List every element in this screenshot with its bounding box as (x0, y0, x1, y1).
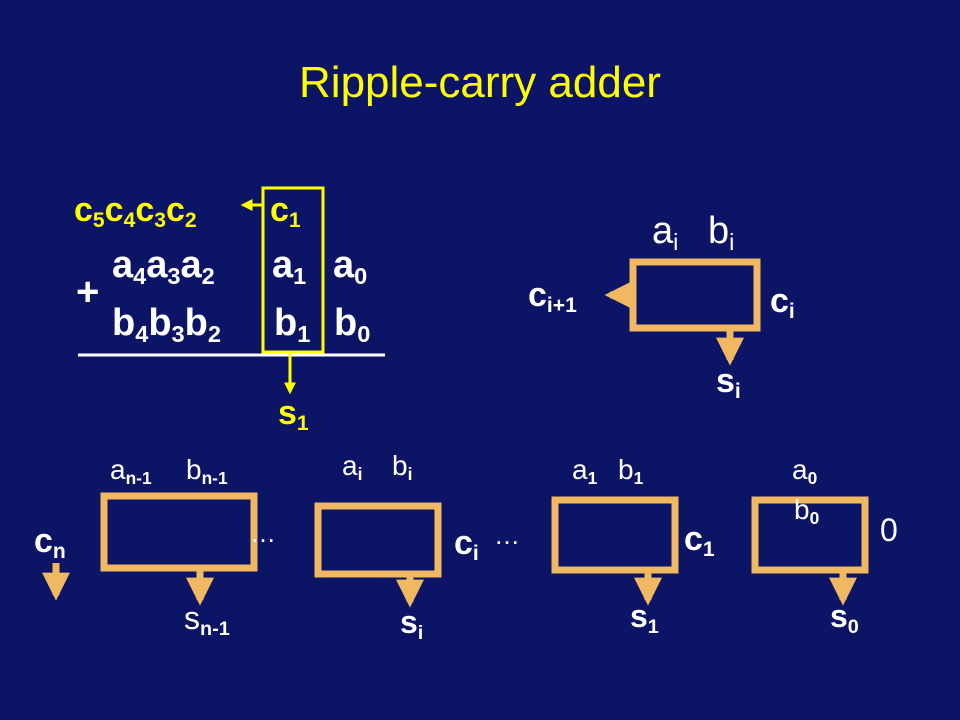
full-adder-input-a: ai (652, 210, 679, 255)
chain-sum-s0: s0 (830, 598, 859, 638)
chain-input-ai: ai (342, 450, 363, 484)
chain-input-b1: b1 (618, 454, 644, 488)
carry-c1: c1 (270, 191, 301, 232)
b0: b0 (334, 302, 371, 347)
a3: a3 (146, 244, 181, 289)
b-row: b4b3b2 (112, 302, 221, 347)
b4: b4 (112, 302, 149, 347)
ellipsis-right: … (494, 520, 520, 550)
chain-carry-out-cn: cn (34, 522, 66, 563)
adder-box-i (314, 502, 442, 578)
chain-input-b0: b0 (794, 494, 820, 528)
chain-input-an-1: an-1 (110, 454, 152, 488)
full-adder-box (629, 258, 761, 332)
a0: a0 (333, 244, 368, 289)
b1: b1 (274, 302, 311, 347)
carry-c5: c5 (74, 191, 105, 232)
b3: b3 (148, 302, 185, 347)
adder-box-0 (751, 496, 869, 574)
full-adder-carry-in: ci (770, 282, 795, 323)
highlight-column-box (261, 186, 325, 354)
adder-box-1 (551, 496, 679, 574)
carry-c4: c4 (104, 191, 136, 232)
chain-sum-si: si (400, 604, 424, 644)
chain-input-bn-1: bn-1 (186, 454, 228, 488)
sum-result-s1: s1 (278, 394, 309, 435)
carry-c2: c2 (165, 191, 197, 232)
chain-carry-c1: c1 (684, 520, 715, 561)
full-adder-carry-out: ci+1 (528, 276, 577, 317)
chain-input-bi: bi (392, 450, 413, 484)
a2: a2 (180, 244, 215, 289)
page-title: Ripple-carry adder (299, 58, 661, 107)
chain-carry-in-zero: 0 (880, 512, 898, 548)
chain-input-a1: a1 (572, 454, 598, 488)
full-adder-sum: si (716, 362, 741, 403)
full-adder-input-b: bi (708, 210, 735, 255)
a-row: a4a3a2 (112, 244, 215, 289)
chain-sum-sn-1: sn-1 (184, 600, 230, 640)
plus-sign: + (76, 270, 100, 314)
a4: a4 (112, 244, 147, 289)
b2: b2 (184, 302, 221, 347)
adder-box-n-1 (100, 492, 258, 572)
chain-input-a0: a0 (792, 454, 818, 488)
chain-sum-s1: s1 (630, 598, 659, 638)
carry-c3: c3 (135, 191, 166, 232)
carry-row: c5c4c3c2 (74, 191, 197, 232)
a1: a1 (272, 244, 307, 289)
chain-carry-ci: ci (454, 524, 479, 565)
ellipsis-left: … (250, 518, 276, 548)
